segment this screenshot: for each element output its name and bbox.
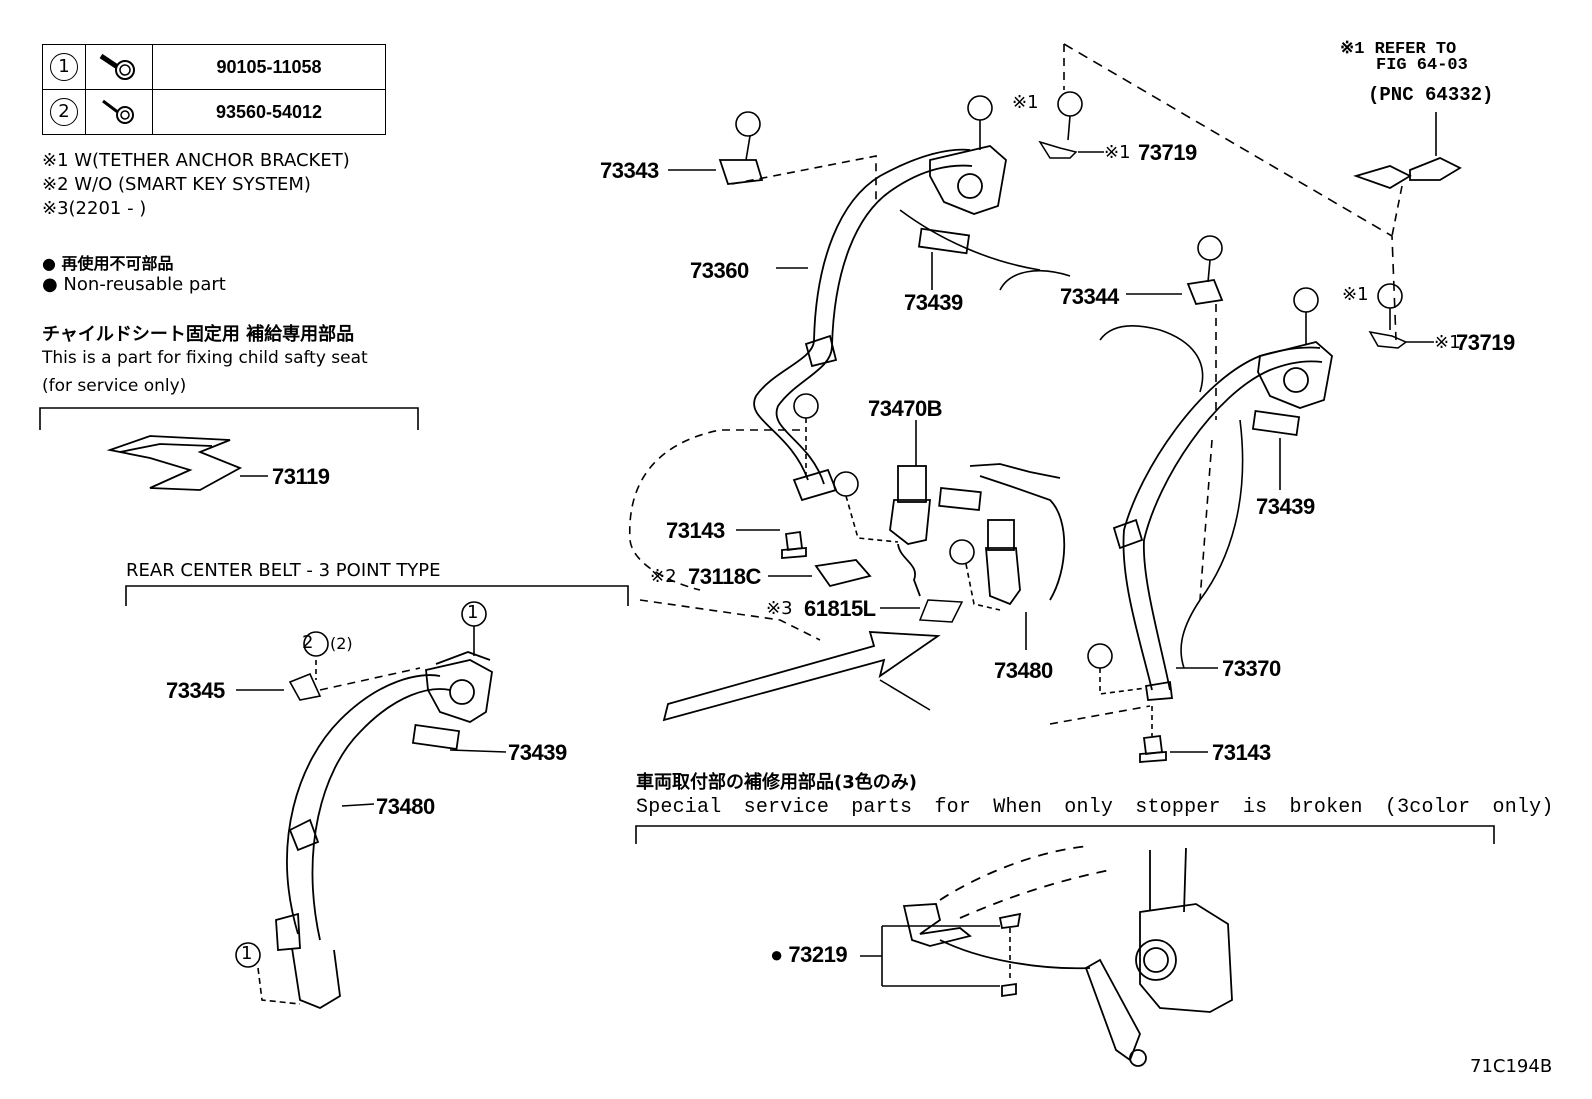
part-label-73143: 73143 <box>1212 740 1271 765</box>
rear-center-title: REAR CENTER BELT - 3 POINT TYPE <box>126 560 441 581</box>
right-belt-73370 <box>1112 341 1333 701</box>
callout-qty: (2) <box>330 634 353 653</box>
tether-anchor-64332 <box>1353 157 1462 189</box>
part-label-73343: 73343 <box>600 158 659 183</box>
callout-circle <box>949 539 975 565</box>
callout-number: 1 <box>241 943 253 964</box>
callout-number: 1 <box>50 53 78 81</box>
table-row: 2 93560-54012 <box>42 89 386 135</box>
stopper-assembly <box>902 845 1233 1067</box>
note-mark-2: ※2 <box>650 566 677 587</box>
child-seat-desc-1: This is a part for fixing child safty se… <box>42 348 368 368</box>
note-mark-1: ※1 <box>1104 142 1131 163</box>
parts-table: 1 90105-11058 2 93560-54012 <box>42 44 386 135</box>
special-title-en: Special service parts for When only stop… <box>636 796 1554 819</box>
buckle-73470B <box>889 463 1066 606</box>
note-mark-1: ※1 <box>1012 92 1039 113</box>
part-label-73439: 73439 <box>508 740 567 765</box>
callout-number: 2 <box>302 632 314 653</box>
note-date: ※3(2201 - ) <box>42 198 147 219</box>
callout-circle <box>1057 91 1083 117</box>
rear-center-frame <box>125 585 629 606</box>
special-service-frame <box>635 825 1495 844</box>
child-seat-desc-2: (for service only) <box>42 376 187 396</box>
callout-circle <box>793 393 819 419</box>
rear-center-belt <box>275 651 493 1010</box>
callout-circle <box>235 942 261 968</box>
part-label-61815l: 61815L <box>804 596 876 621</box>
note-smart-key: ※2 W/O (SMART KEY SYSTEM) <box>42 174 311 195</box>
note-mark-1: ※1 <box>1342 284 1369 305</box>
part-label-73344: 73344 <box>1060 284 1119 309</box>
part-label-73719: 73719 <box>1456 330 1515 355</box>
callout-circle <box>967 95 993 121</box>
figure-code: 71C194B <box>1470 1056 1553 1077</box>
callout-circle <box>735 111 761 137</box>
part-label-73119: 73119 <box>272 464 330 489</box>
child-seat-title-jp: チャイルドシート固定用 補給専用部品 <box>42 324 355 345</box>
callout-number: 2 <box>50 98 78 126</box>
refer-line-3: (PNC 64332) <box>1368 84 1494 106</box>
part-number: 90105-11058 <box>152 44 386 90</box>
refer-line-2: FIG 64-03 <box>1376 56 1468 75</box>
legend-jp: ● 再使用不可部品 <box>42 254 174 273</box>
note-mark-3: ※3 <box>766 598 793 619</box>
part-label-73143: 73143 <box>666 518 725 543</box>
part-label-73480: 73480 <box>994 658 1053 683</box>
callout-circle <box>303 631 329 657</box>
bolt-icon <box>99 53 135 80</box>
note-mark-1: ※1 <box>1434 332 1461 353</box>
direction-arrow <box>662 631 941 722</box>
callout-number: 1 <box>467 602 479 623</box>
part-label-73370: 73370 <box>1222 656 1281 681</box>
callout-circle <box>1293 287 1319 313</box>
screw-icon <box>102 99 134 124</box>
part-label-73470b: 73470B <box>868 396 943 421</box>
note-tether: ※1 W(TETHER ANCHOR BRACKET) <box>42 150 350 171</box>
left-belt-73360 <box>753 145 1007 502</box>
part-label-73439: 73439 <box>1256 494 1315 519</box>
callout-circle <box>1197 235 1223 261</box>
callout-circle <box>833 471 859 497</box>
special-title-jp: 車両取付部の補修用部品(3色のみ) <box>636 772 917 793</box>
child-anchor-bracket <box>106 435 243 491</box>
callout-circle <box>1087 643 1113 669</box>
part-label-73439: 73439 <box>904 290 963 315</box>
refer-line-1: ※1 REFER TO <box>1340 40 1457 59</box>
part-label-73719: 73719 <box>1138 140 1197 165</box>
legend-en: ● Non-reusable part <box>42 274 226 295</box>
part-label-73360: 73360 <box>690 258 749 283</box>
part-label-73118c: 73118C <box>688 564 761 589</box>
part-number: 93560-54012 <box>152 89 386 135</box>
part-label-73480: 73480 <box>376 794 435 819</box>
child-seat-bracket-frame <box>39 407 419 430</box>
callout-circle <box>1377 283 1403 309</box>
table-row: 1 90105-11058 <box>42 44 386 90</box>
part-label-73345: 73345 <box>166 678 225 703</box>
part-label-73219: ● 73219 <box>770 942 848 967</box>
